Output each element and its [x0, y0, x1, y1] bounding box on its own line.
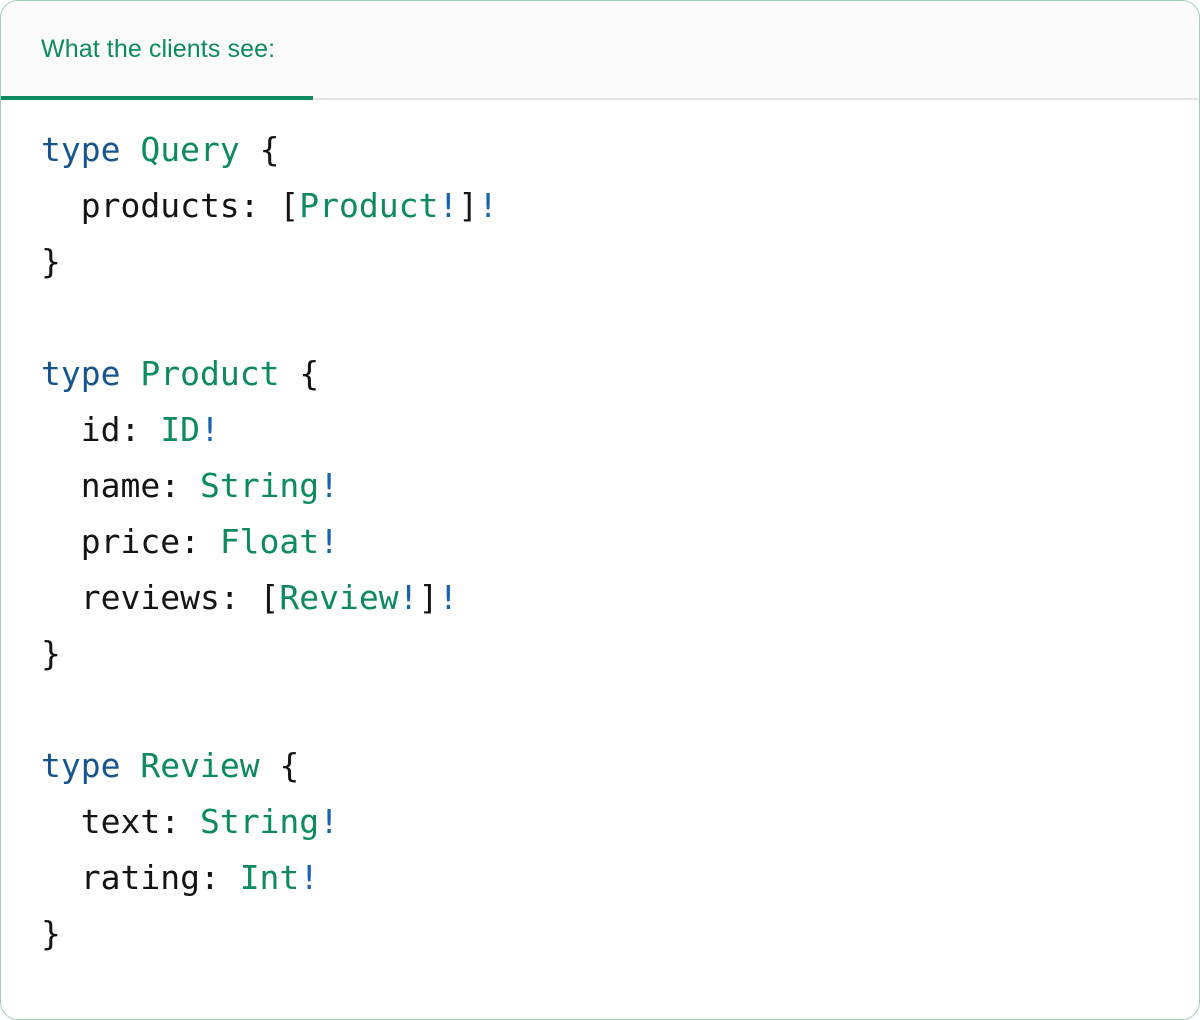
code-token-type: Product [140, 354, 280, 393]
code-token-punct [279, 354, 299, 393]
code-line: } [41, 234, 1159, 290]
code-token-punct: { [299, 354, 320, 393]
code-line: rating: Int! [41, 850, 1159, 906]
code-token-punct: [ [259, 578, 280, 617]
code-token-bang: ! [398, 578, 419, 617]
code-line [41, 682, 1159, 738]
code-token-punct: [ [279, 186, 300, 225]
code-token-bang: ! [438, 578, 459, 617]
code-line: type Review { [41, 738, 1159, 794]
code-token-bang: ! [299, 858, 320, 897]
code-token-kw: type [41, 130, 121, 169]
code-token-field: id: [41, 410, 161, 449]
code-token-bang: ! [478, 186, 498, 225]
code-token-punct [240, 130, 260, 169]
code-token-type: Review [279, 578, 399, 617]
graphql-schema-code: type Query { products: [Product!]!} type… [1, 122, 1199, 962]
code-token-bang: ! [199, 410, 220, 449]
code-token-kw: type [41, 354, 121, 393]
code-viewer[interactable]: type Query { products: [Product!]!} type… [1, 100, 1199, 1019]
code-token-punct: } [41, 914, 61, 953]
code-token-type: Float [219, 522, 320, 561]
code-token-field: text: [41, 802, 200, 841]
code-token-field: reviews: [41, 578, 260, 617]
code-token-punct [120, 130, 140, 169]
code-token-punct: { [259, 130, 280, 169]
code-token-kw: type [41, 746, 121, 785]
code-line: reviews: [Review!]! [41, 570, 1159, 626]
code-token-type: Product [299, 186, 439, 225]
code-token-punct [41, 298, 61, 337]
code-line: products: [Product!]! [41, 178, 1159, 234]
code-token-field: products: [41, 186, 280, 225]
code-token-punct: ] [418, 578, 439, 617]
code-token-punct [120, 746, 140, 785]
code-token-punct [120, 354, 140, 393]
code-token-field: rating: [41, 858, 240, 897]
code-line [41, 290, 1159, 346]
code-token-punct [41, 690, 61, 729]
code-token-type: Review [140, 746, 260, 785]
code-line: } [41, 906, 1159, 962]
code-token-punct: } [41, 634, 61, 673]
code-token-bang: ! [319, 466, 340, 505]
code-token-punct [260, 746, 280, 785]
tab-label: What the clients see: [41, 35, 276, 63]
code-line: type Query { [41, 122, 1159, 178]
code-token-bang: ! [438, 186, 459, 225]
code-token-type: String [199, 466, 320, 505]
code-line: id: ID! [41, 402, 1159, 458]
code-line: type Product { [41, 346, 1159, 402]
code-line: name: String! [41, 458, 1159, 514]
code-line: price: Float! [41, 514, 1159, 570]
code-token-punct: ] [458, 186, 479, 225]
code-token-field: price: [41, 522, 220, 561]
code-line: } [41, 626, 1159, 682]
code-token-punct: } [41, 242, 61, 281]
code-token-field: name: [41, 466, 200, 505]
code-token-punct: { [279, 746, 300, 785]
tab-bar: What the clients see: [1, 1, 1199, 100]
code-line: text: String! [41, 794, 1159, 850]
code-token-type: Int [239, 858, 300, 897]
code-token-bang: ! [319, 802, 340, 841]
code-token-bang: ! [319, 522, 340, 561]
code-token-type: ID [160, 410, 200, 449]
code-token-type: String [199, 802, 320, 841]
tab-what-the-clients-see[interactable]: What the clients see: [1, 1, 314, 100]
code-token-type: Query [140, 130, 240, 169]
